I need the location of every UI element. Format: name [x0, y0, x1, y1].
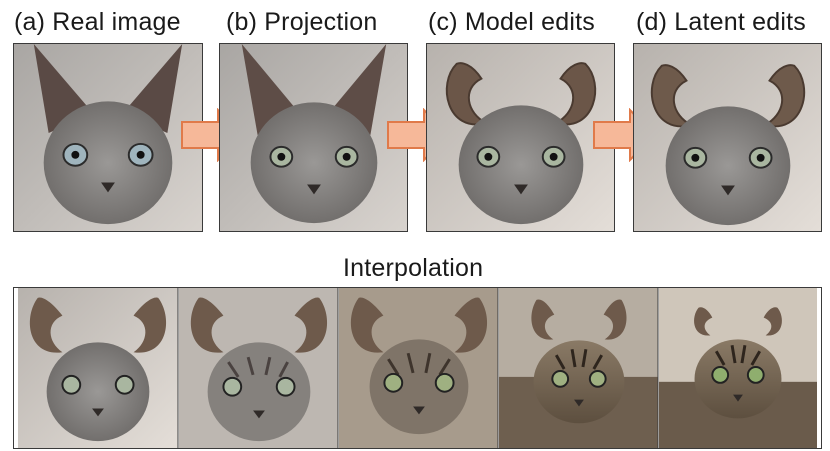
- real-image-panel: [13, 43, 203, 232]
- latent-edits-panel: [633, 43, 822, 232]
- interpolation-frame-2: [178, 288, 338, 448]
- caption-latent-edits: (d) Latent edits: [636, 8, 806, 36]
- caption-projection: (b) Projection: [226, 8, 378, 36]
- interpolation-strip: [13, 287, 822, 449]
- sphynx-cat-photo: [14, 44, 202, 231]
- interpolation-frame-5: [658, 288, 818, 448]
- curled-ear-cat-model-edit: [427, 44, 614, 231]
- interpolation-frame-3: [338, 288, 498, 448]
- projection-panel: [219, 43, 408, 232]
- interpolation-frame-4: [498, 288, 658, 448]
- curled-ear-cat-latent-edit: [634, 44, 821, 231]
- model-edits-panel: [426, 43, 615, 232]
- projected-cat-image: [220, 44, 407, 231]
- interpolation-frames: [17, 288, 818, 448]
- interpolation-frame-1: [17, 288, 178, 448]
- caption-model-edits: (c) Model edits: [428, 8, 595, 36]
- interpolation-title: Interpolation: [343, 254, 484, 282]
- caption-real-image: (a) Real image: [14, 8, 181, 36]
